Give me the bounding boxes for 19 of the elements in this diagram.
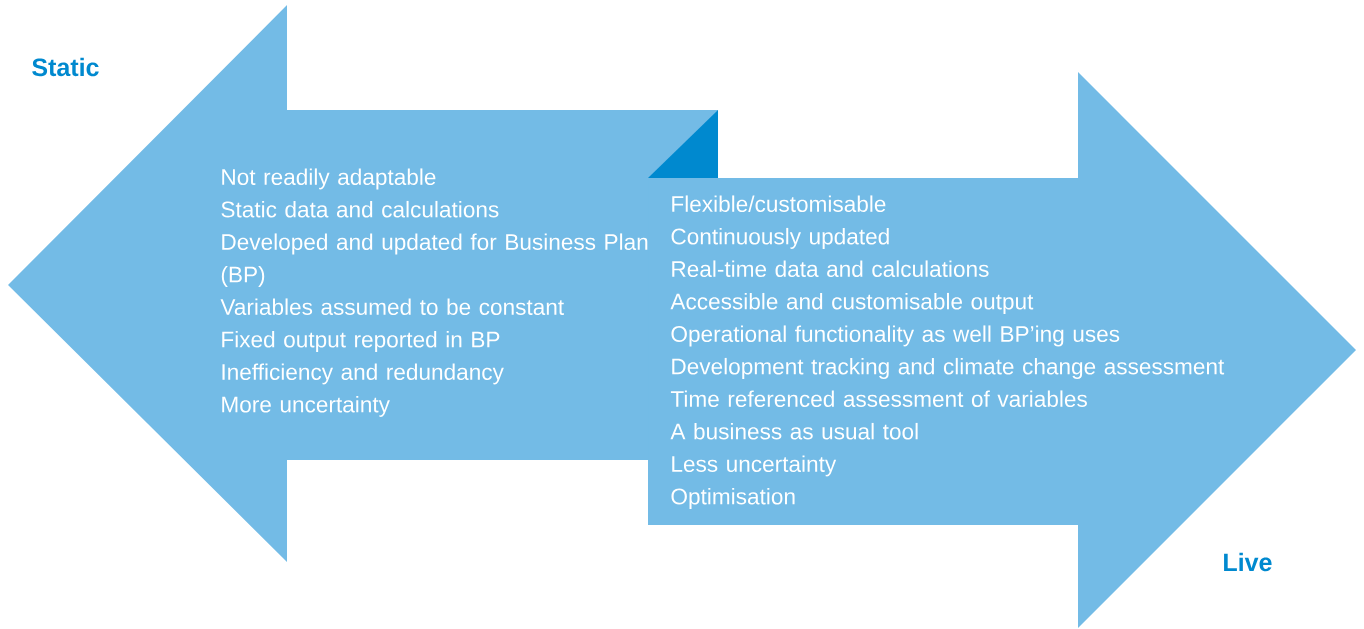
heading: Live: [1224, 552, 1272, 572]
list-item: Continuously updated: [671, 227, 889, 249]
heading: Static: [32, 57, 99, 77]
list-item: More uncertainty: [222, 395, 390, 417]
list-item: Not readily adaptable: [222, 168, 436, 190]
list-item: Optimisation: [671, 487, 795, 509]
list-item: Real-time data and calculations: [672, 260, 989, 277]
list-item: Operational functionality as well BP’ing uses: [671, 325, 1120, 347]
list-item: Less uncertainty: [672, 455, 837, 477]
list-item: Flexible/customisable: [672, 195, 886, 212]
list-item: Fixed output reported in BP: [222, 330, 500, 352]
list-item: Inefficiency and redundancy: [222, 363, 504, 385]
list-item: Static data and calculations: [221, 200, 499, 218]
list-item: Developed and updated for Business Plan (BP): [221, 233, 648, 287]
list-item: Variables assumed to be constant: [220, 298, 564, 315]
list-item: Accessible and customisable output: [670, 292, 1034, 314]
list-item: A business as usual tool: [670, 422, 918, 440]
list-item: Time referenced assessment of variables: [670, 390, 1087, 407]
list-item: Development tracking and climate change assessment: [672, 357, 1225, 379]
